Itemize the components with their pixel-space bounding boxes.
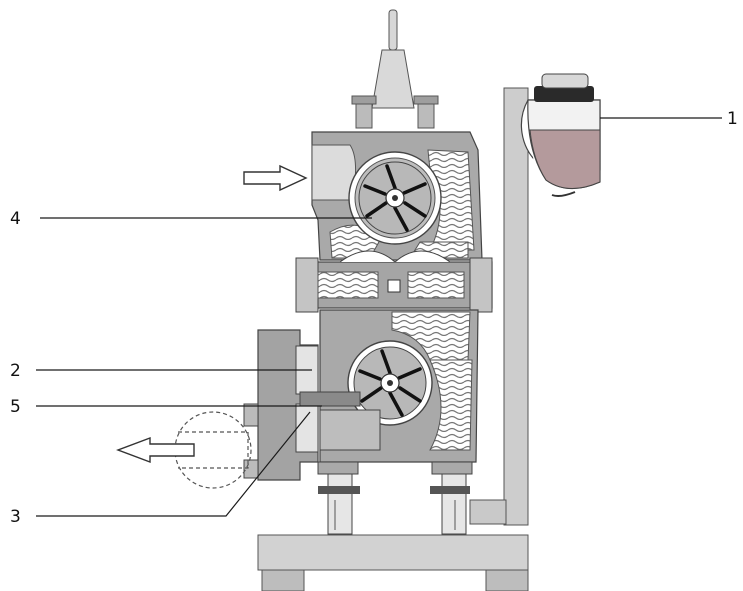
motor-side-housing [243, 329, 381, 481]
callout-label-4: 4 [10, 209, 21, 229]
callout-label-1: 1 [727, 109, 738, 129]
callout-labels: 1 4 2 5 3 [10, 109, 738, 527]
middle-flange [295, 250, 493, 313]
outlet-arrow-icon [116, 436, 195, 464]
support-post [469, 87, 529, 526]
impeller-icon [353, 346, 427, 420]
top-fitting [351, 9, 439, 129]
callout-leaders [36, 117, 722, 517]
callout-label-2: 2 [10, 361, 21, 381]
base-stand [257, 534, 529, 591]
inlet-arrow-icon [243, 164, 308, 192]
callout-label-5: 5 [10, 397, 21, 417]
mounting-feet [317, 461, 473, 535]
impeller-icon [358, 161, 432, 235]
leader-line-3 [36, 411, 311, 517]
callout-label-3: 3 [10, 507, 21, 527]
oil-reservoir-icon [520, 73, 601, 197]
